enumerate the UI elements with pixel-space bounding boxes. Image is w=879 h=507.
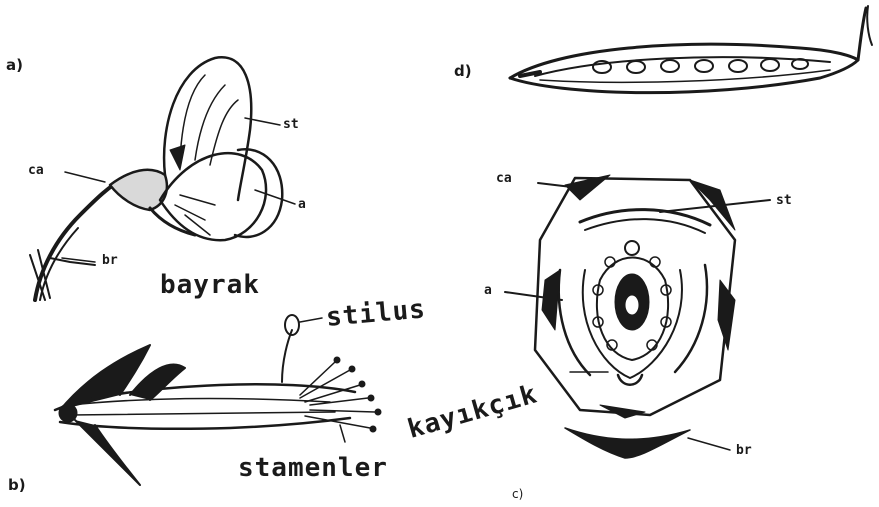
panel-label-c: c) xyxy=(512,488,523,500)
label-c-br: br xyxy=(736,444,752,457)
panel-label-a: a) xyxy=(6,58,23,73)
label-c-ca: ca xyxy=(496,172,512,185)
floral-diagram xyxy=(505,175,770,458)
label-a-br: br xyxy=(102,254,118,267)
label-a-st: st xyxy=(283,118,299,131)
panel-label-d: d) xyxy=(454,64,472,79)
flower-side-view xyxy=(30,57,295,300)
label-c-a: a xyxy=(484,284,492,297)
seed-pod xyxy=(510,6,872,93)
label-bayrak: bayrak xyxy=(160,272,260,298)
label-c-st: st xyxy=(776,194,792,207)
label-a-ca: ca xyxy=(28,164,44,177)
label-stamenler: stamenler xyxy=(238,455,388,481)
label-a-a: a xyxy=(298,198,306,211)
panel-label-b: b) xyxy=(8,478,26,493)
